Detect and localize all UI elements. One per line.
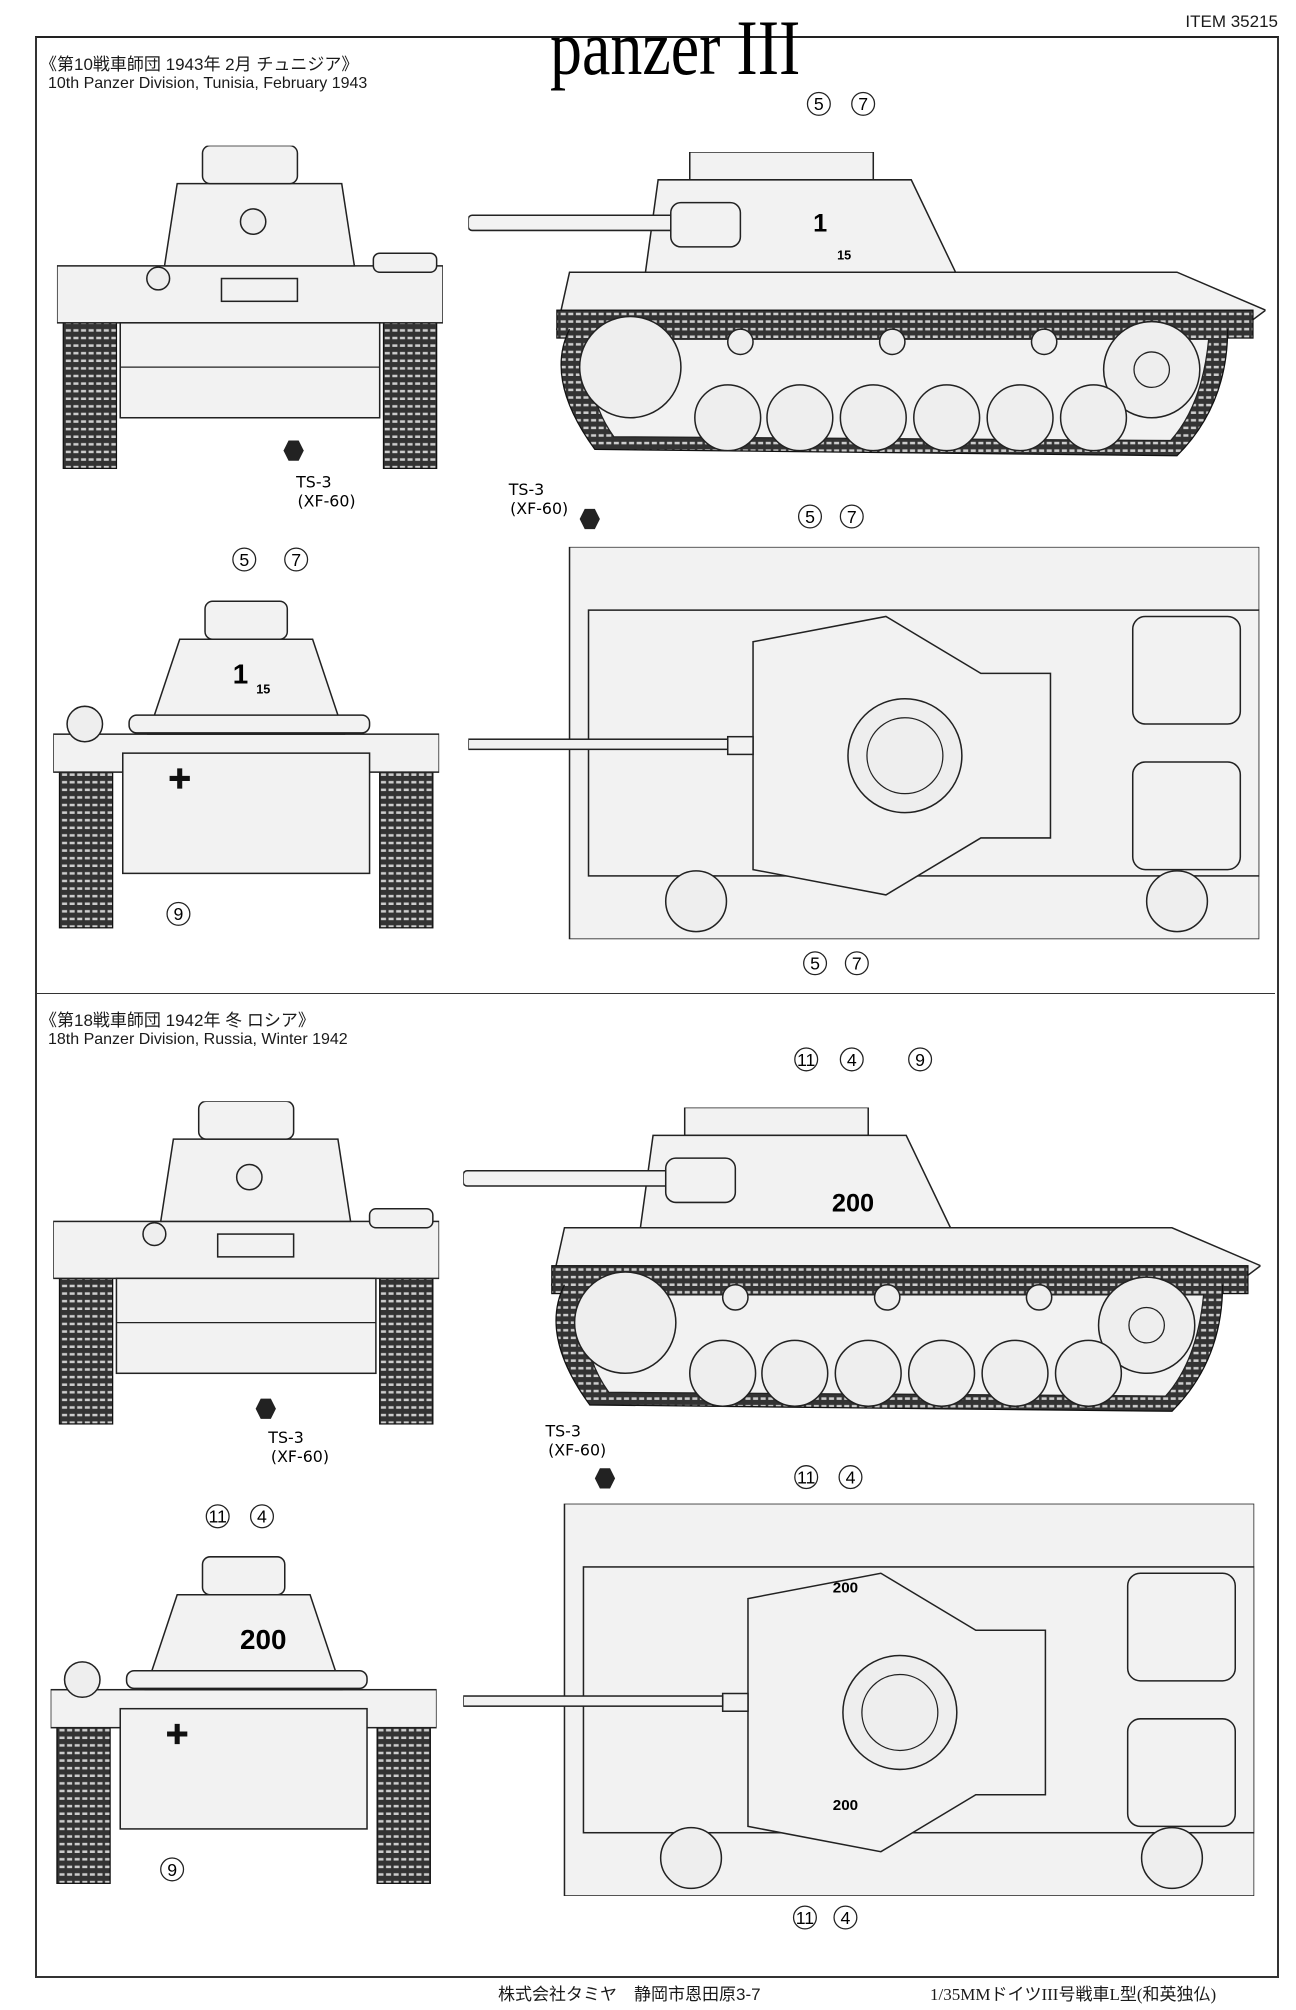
top-turret-number: 200	[833, 1797, 858, 1814]
svg-text:4: 4	[841, 1908, 851, 1928]
hull-number-marking: 15	[837, 249, 851, 263]
page-title: panzer III	[550, 4, 801, 91]
rear-turret-number: 1	[233, 659, 248, 690]
svg-text:11: 11	[797, 1467, 815, 1487]
paint-drop-icon	[283, 440, 304, 461]
section-heading-en: 18th Panzer Division, Russia, Winter 194…	[48, 1031, 348, 1048]
item-number: ITEM 35215	[1185, 12, 1278, 31]
section-divider	[35, 993, 1275, 994]
rear-turret-number: 200	[240, 1624, 286, 1655]
section-heading-en: 10th Panzer Division, Tunisia, February …	[48, 75, 368, 92]
callouts-2: 11 4 9 11 4 9 11 4 11 4	[160, 1047, 933, 1930]
side-view-2	[463, 1107, 1261, 1413]
paint-code: TS-3	[295, 472, 331, 491]
paint-ref: (XF-60)	[510, 499, 568, 518]
turret-number-marking: 1	[813, 210, 827, 238]
paint-ref: (XF-60)	[271, 1447, 329, 1466]
front-view-2	[53, 1101, 440, 1425]
paint-ref: (XF-60)	[548, 1441, 606, 1460]
svg-text:4: 4	[846, 1467, 856, 1487]
svg-text:7: 7	[852, 954, 862, 974]
paint-code: TS-3	[544, 1422, 580, 1441]
paint-drop-icon	[579, 508, 600, 530]
svg-text:9: 9	[915, 1050, 925, 1070]
callouts-1: 5 7 5 7 9 5 7 5 7	[166, 91, 876, 976]
paint-drop-icon	[594, 1468, 616, 1489]
paint-drop-icon	[255, 1398, 276, 1419]
svg-text:7: 7	[847, 507, 857, 527]
top-view-2	[463, 1503, 1255, 1896]
svg-text:7: 7	[291, 550, 301, 570]
side-view-1	[468, 151, 1266, 457]
turret-number-marking: 200	[832, 1189, 874, 1217]
page-frame	[35, 36, 1279, 1978]
rear-hull-number: 15	[256, 683, 270, 697]
svg-text:4: 4	[257, 1507, 267, 1527]
paint-code: TS-3	[508, 480, 544, 499]
footer-model: 1/35MMドイツIII号戦車L型(和英独仏)	[930, 1985, 1217, 2004]
svg-text:5: 5	[805, 507, 815, 527]
paint-ref: (XF-60)	[297, 491, 355, 510]
section-heading-jp: 《第18戦車師団 1942年 冬 ロシア》	[40, 1011, 315, 1030]
svg-text:11: 11	[208, 1507, 226, 1527]
svg-text:7: 7	[858, 94, 868, 114]
svg-text:5: 5	[814, 94, 824, 114]
top-view-1	[468, 546, 1260, 940]
top-turret-number: 200	[833, 1579, 858, 1596]
rear-view-1	[53, 601, 439, 928]
svg-text:11: 11	[796, 1908, 814, 1928]
paint-code: TS-3	[267, 1428, 303, 1447]
footer-company: 株式会社タミヤ 静岡市恩田原3-7	[498, 1985, 761, 2004]
rear-view-2	[51, 1557, 437, 1884]
svg-text:9: 9	[167, 1860, 177, 1880]
svg-text:9: 9	[174, 904, 184, 924]
svg-text:5: 5	[810, 954, 820, 974]
svg-text:5: 5	[239, 550, 249, 570]
svg-text:4: 4	[847, 1050, 857, 1070]
front-view-1	[56, 145, 443, 470]
section-heading-jp: 《第10戦車師団 1943年 2月 チュニジア》	[40, 55, 359, 74]
svg-text:11: 11	[797, 1050, 815, 1070]
